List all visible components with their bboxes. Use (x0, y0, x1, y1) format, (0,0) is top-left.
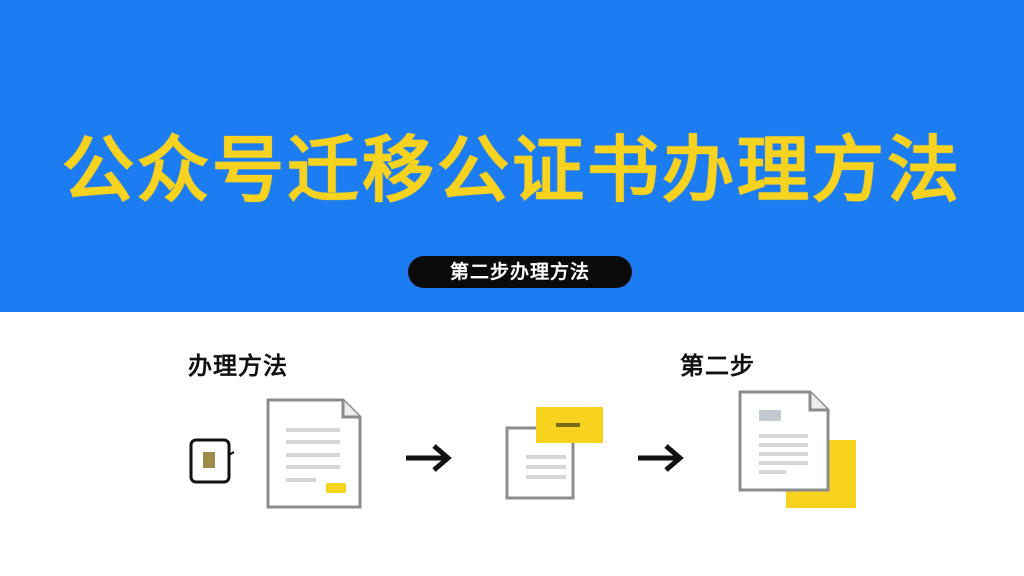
arrow-right-icon (406, 444, 452, 472)
method-label: 办理方法 (188, 352, 288, 380)
page-title: 公众号迁移公证书办理方法 (61, 128, 962, 212)
document-icon (266, 398, 362, 509)
phone-icon (189, 438, 235, 484)
arrow-right-icon (638, 444, 684, 472)
stamped-document-icon (505, 407, 603, 500)
step-badge: 第二步办理方法 (408, 256, 632, 288)
certificate-document-icon (738, 390, 856, 508)
step-two-label: 第二步 (680, 352, 755, 380)
